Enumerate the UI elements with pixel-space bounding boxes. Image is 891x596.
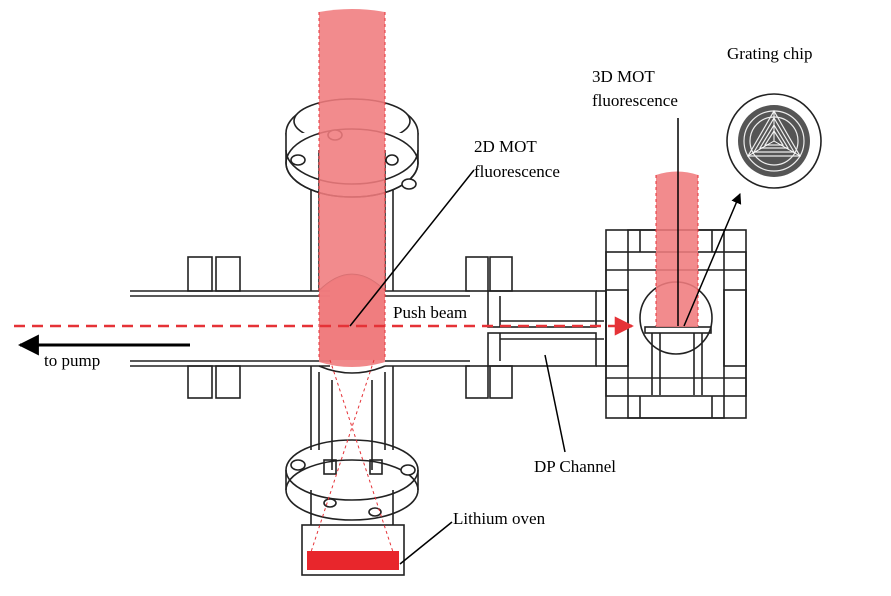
left-pump-arm: [130, 256, 330, 399]
push-beam-label: Push beam: [393, 303, 467, 322]
to-pump-label: to pump: [44, 351, 100, 370]
bottom-vertical-tube: [310, 366, 394, 475]
dp-channel-leader: [544, 354, 566, 453]
bottom-flange: [285, 439, 419, 525]
mot3d-label-line1: 3D MOT: [592, 67, 655, 86]
beam-guide-dashes: [310, 12, 699, 553]
mot2d-fluorescence-blob: [319, 274, 385, 367]
laser-beams: [319, 9, 698, 367]
mot3d-beam: [656, 175, 698, 327]
lithium-oven: [301, 524, 405, 576]
grating-chip: [726, 93, 822, 189]
dp-channel-section: [465, 256, 606, 399]
leader-lines: [349, 118, 679, 565]
mot2d-label-line1: 2D MOT: [474, 137, 537, 156]
mot2d-label-line2: fluorescence: [474, 162, 560, 181]
mot3d-label-line2: fluorescence: [592, 91, 678, 110]
mot2d-leader: [349, 169, 475, 327]
grating-chip-label: Grating chip: [727, 44, 812, 63]
dp-channel-label: DP Channel: [534, 457, 616, 476]
lithium-oven-leader: [399, 521, 453, 565]
up-right-arrow-icon: [683, 193, 742, 327]
lithium-oven-label: Lithium oven: [453, 509, 546, 528]
